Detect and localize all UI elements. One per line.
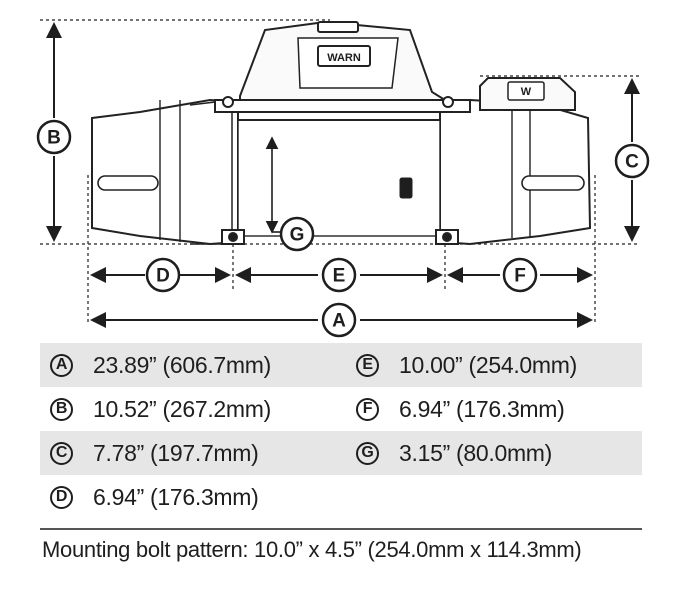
callout-c: C	[625, 152, 639, 173]
dimension-c: C 7.78” (197.7mm)	[50, 440, 259, 467]
callout-b-circle	[36, 119, 72, 155]
brand-mark: W	[521, 86, 532, 98]
callout-f-circle	[502, 257, 538, 293]
divider	[40, 528, 642, 530]
dimension-a-value: 23.89” (606.7mm)	[93, 351, 271, 378]
table-row: C 7.78” (197.7mm) G 3.15” (80.0mm)	[40, 431, 642, 475]
table-row: A 23.89” (606.7mm) E 10.00” (254.0mm)	[40, 343, 642, 387]
dimension-e-value: 10.00” (254.0mm)	[399, 351, 577, 378]
winch-dimension-drawing: WARN W B C G D	[36, 19, 650, 338]
badge-e: E	[356, 353, 379, 377]
table-row: D 6.94” (176.3mm)	[40, 475, 642, 519]
dimension-b-value: 10.52” (267.2mm)	[93, 395, 271, 422]
dimension-d: D 6.94” (176.3mm)	[50, 484, 259, 511]
extension-lines	[40, 19, 640, 325]
dimension-g-value: 3.15” (80.0mm)	[399, 439, 553, 466]
callout-b: B	[47, 128, 61, 149]
dimension-b: B 10.52” (267.2mm)	[50, 396, 271, 423]
callout-d: D	[156, 266, 170, 287]
dimension-arrows	[46, 22, 640, 328]
dimension-f: F 6.94” (176.3mm)	[356, 396, 565, 423]
badge-d: D	[50, 485, 73, 509]
callout-a-circle	[321, 302, 357, 338]
dimension-e: E 10.00” (254.0mm)	[356, 352, 577, 379]
badge-a: A	[50, 353, 73, 377]
badge-f: F	[356, 397, 379, 421]
dimension-d-value: 6.94” (176.3mm)	[93, 483, 259, 510]
callout-g-circle	[279, 216, 315, 252]
callout-f: F	[514, 266, 526, 287]
callout-c-circle	[614, 143, 650, 179]
callout-g: G	[290, 225, 305, 246]
callout-e: E	[333, 266, 346, 287]
dimension-f-value: 6.94” (176.3mm)	[399, 395, 565, 422]
dimensions-table: A 23.89” (606.7mm) E 10.00” (254.0mm) B …	[40, 343, 642, 519]
dimension-g: G 3.15” (80.0mm)	[356, 440, 552, 467]
badge-g: G	[356, 441, 379, 465]
callout-a: A	[332, 311, 346, 332]
table-row: B 10.52” (267.2mm) F 6.94” (176.3mm)	[40, 387, 642, 431]
badge-c: C	[50, 441, 73, 465]
callout-d-circle	[145, 257, 181, 293]
callout-e-circle	[321, 257, 357, 293]
mounting-bolt-footnote: Mounting bolt pattern: 10.0” x 4.5” (254…	[42, 537, 582, 562]
dimension-a: A 23.89” (606.7mm)	[50, 352, 271, 379]
dimension-c-value: 7.78” (197.7mm)	[93, 439, 259, 466]
badge-b: B	[50, 397, 73, 421]
brand-logo: WARN	[327, 52, 361, 64]
